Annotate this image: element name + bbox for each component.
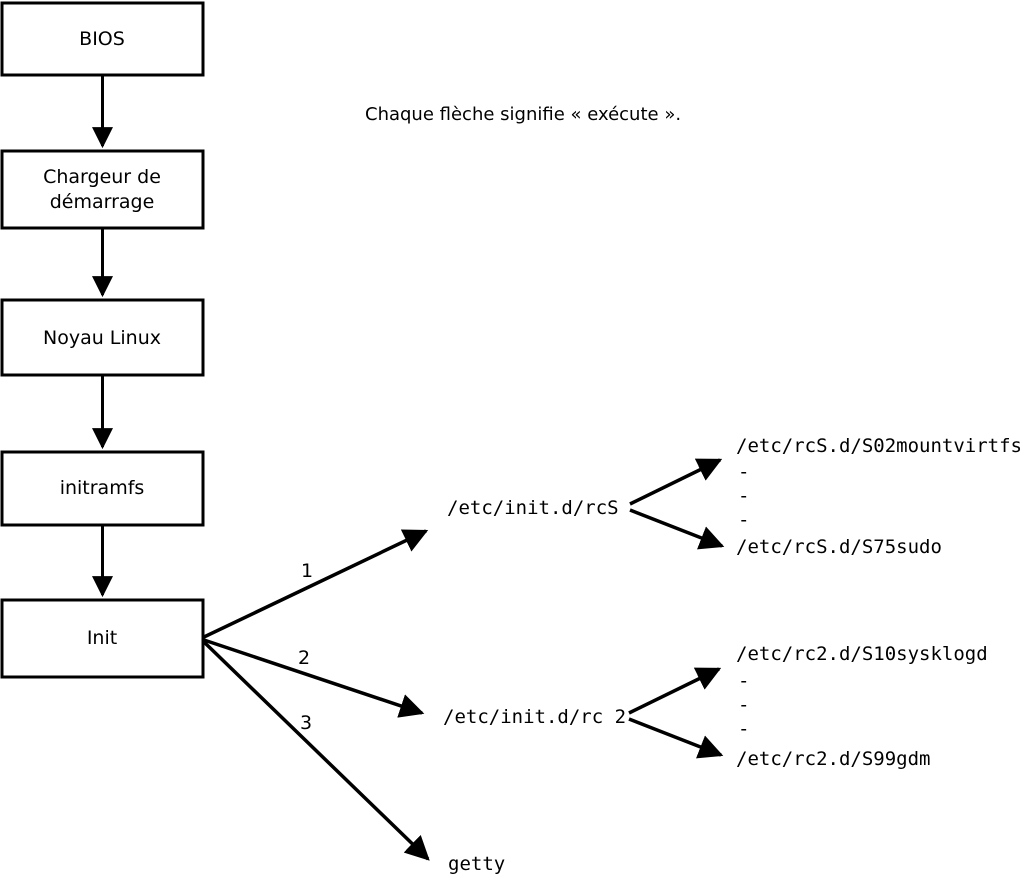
arrow-rcs-to-first-script (629, 458, 723, 506)
init-label: Init (87, 627, 117, 649)
initramfs-label: initramfs (60, 477, 145, 499)
legend-note: Chaque flèche signifie « exécute ». (365, 104, 681, 125)
arrow-rc2-to-last-script (628, 717, 724, 759)
arrow-init-to-rcs (203, 529, 429, 639)
branch-order-3: 3 (300, 712, 312, 734)
arrow-init-to-rc2 (203, 638, 425, 718)
rcs-first-script-label: /etc/rcS.d/S02mountvirtfs (736, 435, 1022, 457)
rc2-first-script-label: /etc/rc2.d/S10sysklogd (736, 643, 988, 665)
rcs-ellipsis-dash-2: - (738, 485, 749, 507)
bios-label: BIOS (79, 28, 125, 50)
rcs-script-label: /etc/init.d/rcS (447, 497, 619, 519)
rc2-ellipsis-dash-2: - (738, 694, 749, 716)
initramfs-box (0, 450, 205, 527)
rcs-last-script-label: /etc/rcS.d/S75sudo (736, 536, 942, 558)
bootloader-box (0, 149, 205, 230)
kernel-box (0, 298, 205, 377)
rc2-ellipsis-dash-3: - (738, 718, 749, 740)
box-init: Init (0, 598, 205, 679)
branch-order-1: 1 (301, 560, 313, 582)
bootloader-label-line2: démarrage (50, 191, 155, 213)
kernel-label: Noyau Linux (43, 327, 161, 349)
init-box (0, 598, 205, 679)
box-noyau-linux: Noyau Linux (0, 298, 205, 377)
rcs-ellipsis-dash-3: - (738, 509, 749, 531)
branch-order-2: 2 (298, 647, 310, 669)
rc2-ellipsis-dash-1: - (738, 670, 749, 692)
rcs-ellipsis-dash-1: - (738, 461, 749, 483)
box-bios: BIOS (0, 1, 205, 77)
getty-label: getty (448, 853, 505, 875)
arrow-rc2-to-first-script (628, 667, 722, 715)
arrow-rcs-to-last-script (629, 508, 725, 550)
box-initramfs: initramfs (0, 450, 205, 527)
rc2-last-script-label: /etc/rc2.d/S99gdm (736, 748, 930, 770)
arrow-init-to-getty (202, 640, 430, 861)
rc2-script-label: /etc/init.d/rc 2 (443, 706, 626, 728)
bootloader-label-line1: Chargeur de (43, 166, 161, 188)
box-chargeur-de-demarrage: Chargeur de démarrage (0, 149, 205, 230)
bios-box (0, 1, 205, 77)
